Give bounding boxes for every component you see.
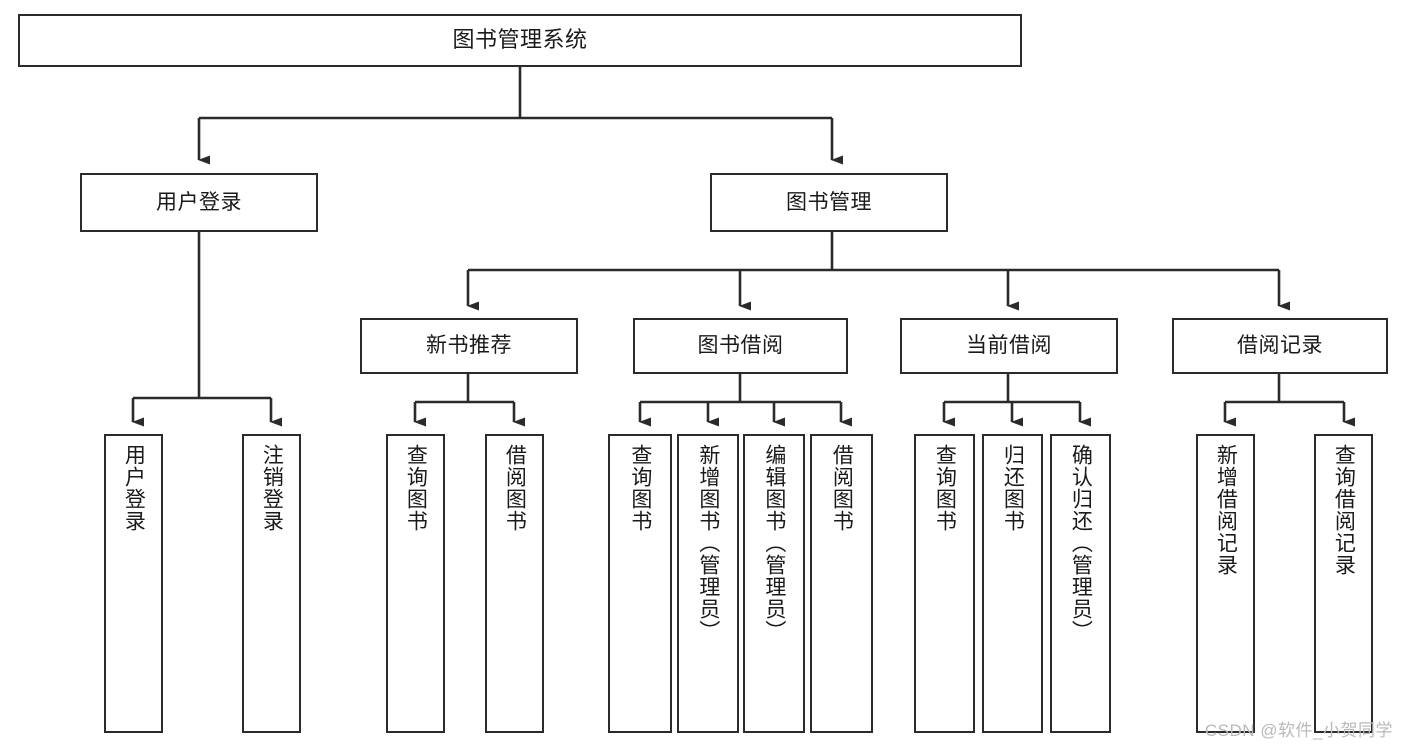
- node-label: 借阅记录: [1237, 334, 1323, 358]
- leaf-book-borrow-query[interactable]: 查询图书: [608, 434, 672, 733]
- node-label: 归还图书: [1001, 444, 1025, 532]
- leaf-borrow-record-add[interactable]: 新增借阅记录: [1196, 434, 1255, 733]
- leaf-new-book-query[interactable]: 查询图书: [386, 434, 445, 733]
- node-label: 新书推荐: [426, 334, 512, 358]
- node-label: 编辑图书（管理员）: [762, 444, 786, 642]
- node-new-book-recommend[interactable]: 新书推荐: [360, 318, 578, 374]
- watermark-text: CSDN @软件_小贺同学: [1204, 721, 1393, 740]
- node-label: 用户登录: [156, 190, 242, 214]
- leaf-current-borrow-return[interactable]: 归还图书: [982, 434, 1043, 733]
- node-label: 当前借阅: [966, 334, 1052, 358]
- node-label: 新增借阅记录: [1214, 444, 1238, 576]
- node-label: 借阅图书: [503, 444, 527, 532]
- node-label: 图书管理: [786, 190, 872, 214]
- node-user-login[interactable]: 用户登录: [80, 173, 318, 232]
- node-label: 注销登录: [260, 444, 284, 532]
- node-label: 查询图书: [933, 444, 957, 532]
- leaf-book-borrow-edit[interactable]: 编辑图书（管理员）: [743, 434, 805, 733]
- leaf-current-borrow-confirm[interactable]: 确认归还（管理员）: [1050, 434, 1111, 733]
- node-label: 查询图书: [628, 444, 652, 532]
- node-label: 图书借阅: [697, 334, 784, 358]
- node-label: 查询借阅记录: [1332, 444, 1356, 576]
- node-current-borrow[interactable]: 当前借阅: [900, 318, 1118, 374]
- leaf-book-borrow-add[interactable]: 新增图书（管理员）: [677, 434, 739, 733]
- node-label: 新增图书（管理员）: [696, 444, 720, 642]
- leaf-user-login-logout[interactable]: 注销登录: [242, 434, 301, 733]
- node-book-borrow[interactable]: 图书借阅: [633, 318, 848, 374]
- leaf-user-login-login[interactable]: 用户登录: [104, 434, 163, 733]
- node-label: 借阅图书: [830, 444, 854, 532]
- node-book-management[interactable]: 图书管理: [710, 173, 948, 232]
- node-label: 确认归还（管理员）: [1069, 444, 1093, 642]
- leaf-current-borrow-query[interactable]: 查询图书: [914, 434, 975, 733]
- node-label: 图书管理系统: [452, 27, 588, 53]
- leaf-book-borrow-borrow[interactable]: 借阅图书: [810, 434, 873, 733]
- node-label: 查询图书: [404, 444, 428, 532]
- node-root-system[interactable]: 图书管理系统: [18, 14, 1022, 67]
- leaf-borrow-record-query[interactable]: 查询借阅记录: [1314, 434, 1373, 733]
- leaf-new-book-borrow[interactable]: 借阅图书: [485, 434, 544, 733]
- node-borrow-record[interactable]: 借阅记录: [1172, 318, 1388, 374]
- node-label: 用户登录: [122, 444, 146, 532]
